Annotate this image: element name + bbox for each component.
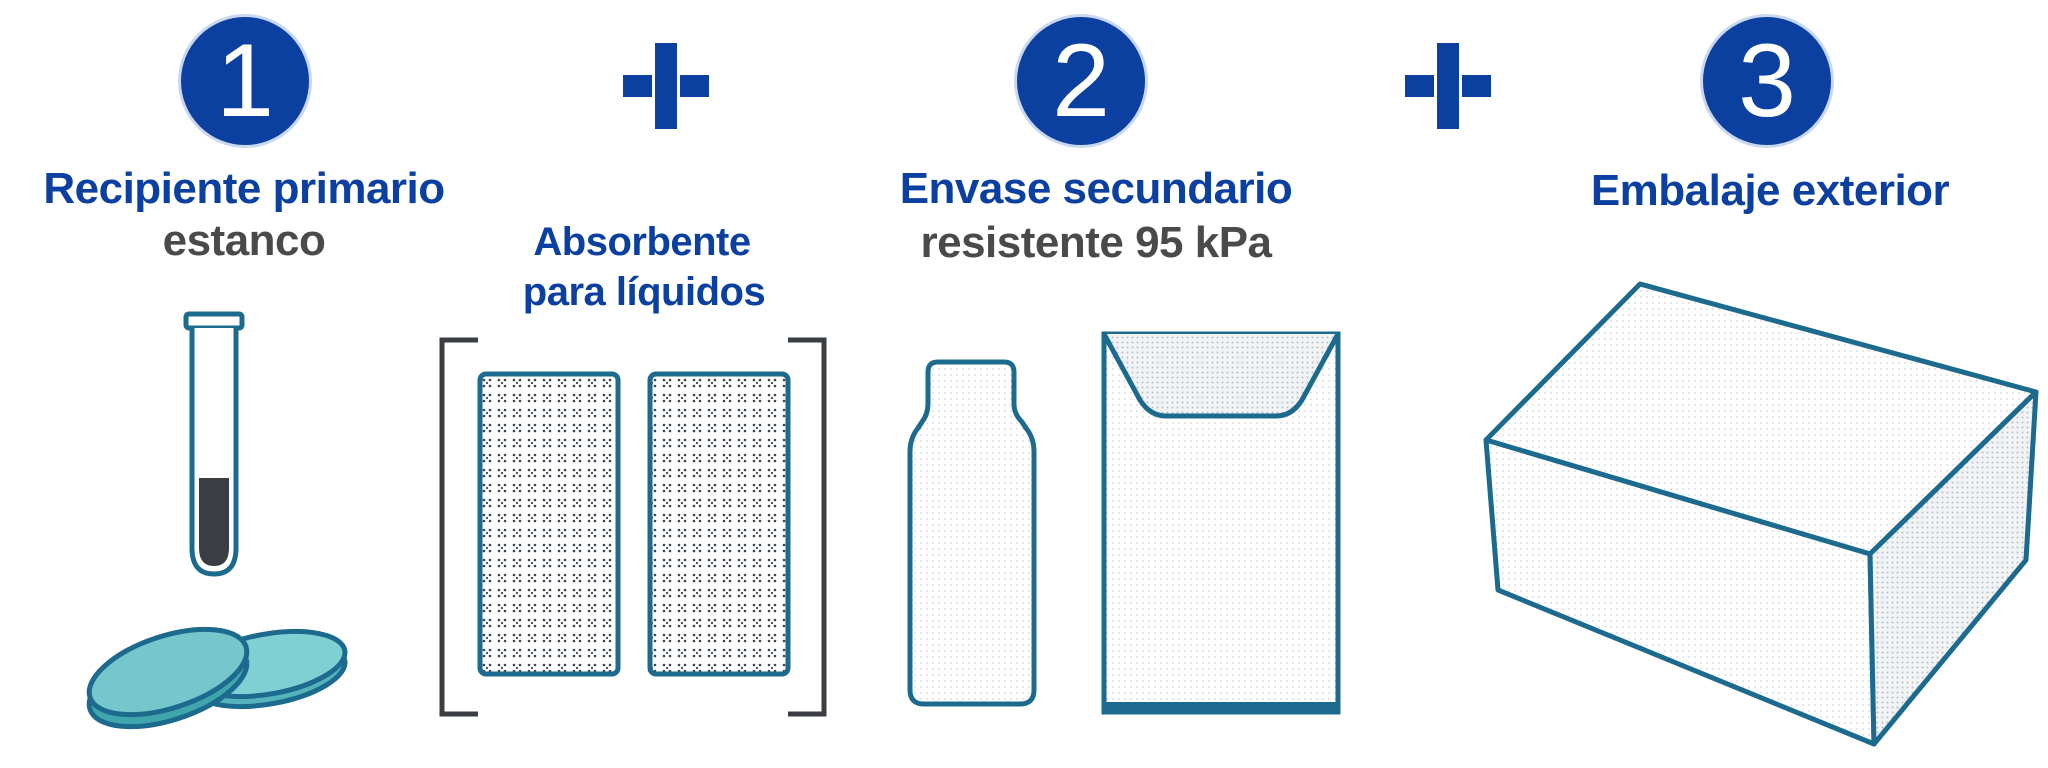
bottle-icon bbox=[907, 359, 1037, 707]
plus-icon bbox=[1402, 40, 1494, 132]
step-3-number: 3 bbox=[1738, 23, 1796, 139]
step-2-title: Envase secundario bbox=[899, 164, 1293, 213]
step-3-title: Embalaje exterior bbox=[1590, 166, 1950, 215]
absorbent-pad-icon bbox=[439, 337, 827, 717]
step-1-subtitle: estanco bbox=[162, 216, 326, 265]
step-1-title: Recipiente primario bbox=[43, 164, 445, 213]
test-tube-icon bbox=[183, 311, 245, 577]
step-3-badge: 3 bbox=[1700, 14, 1834, 148]
absorbent-title: Absorbente bbox=[533, 220, 751, 264]
step-2-badge: 2 bbox=[1014, 14, 1148, 148]
absorbent-subtitle: para líquidos bbox=[522, 270, 766, 314]
step-2-subtitle: resistente 95 kPa bbox=[920, 218, 1272, 267]
step-2-number: 2 bbox=[1052, 23, 1110, 139]
plus-icon bbox=[620, 40, 712, 132]
box-icon bbox=[1483, 281, 2039, 747]
petri-dish-icon bbox=[86, 626, 348, 730]
envelope-icon bbox=[1101, 331, 1341, 715]
step-1-badge: 1 bbox=[178, 14, 312, 148]
step-1-number: 1 bbox=[216, 23, 274, 139]
